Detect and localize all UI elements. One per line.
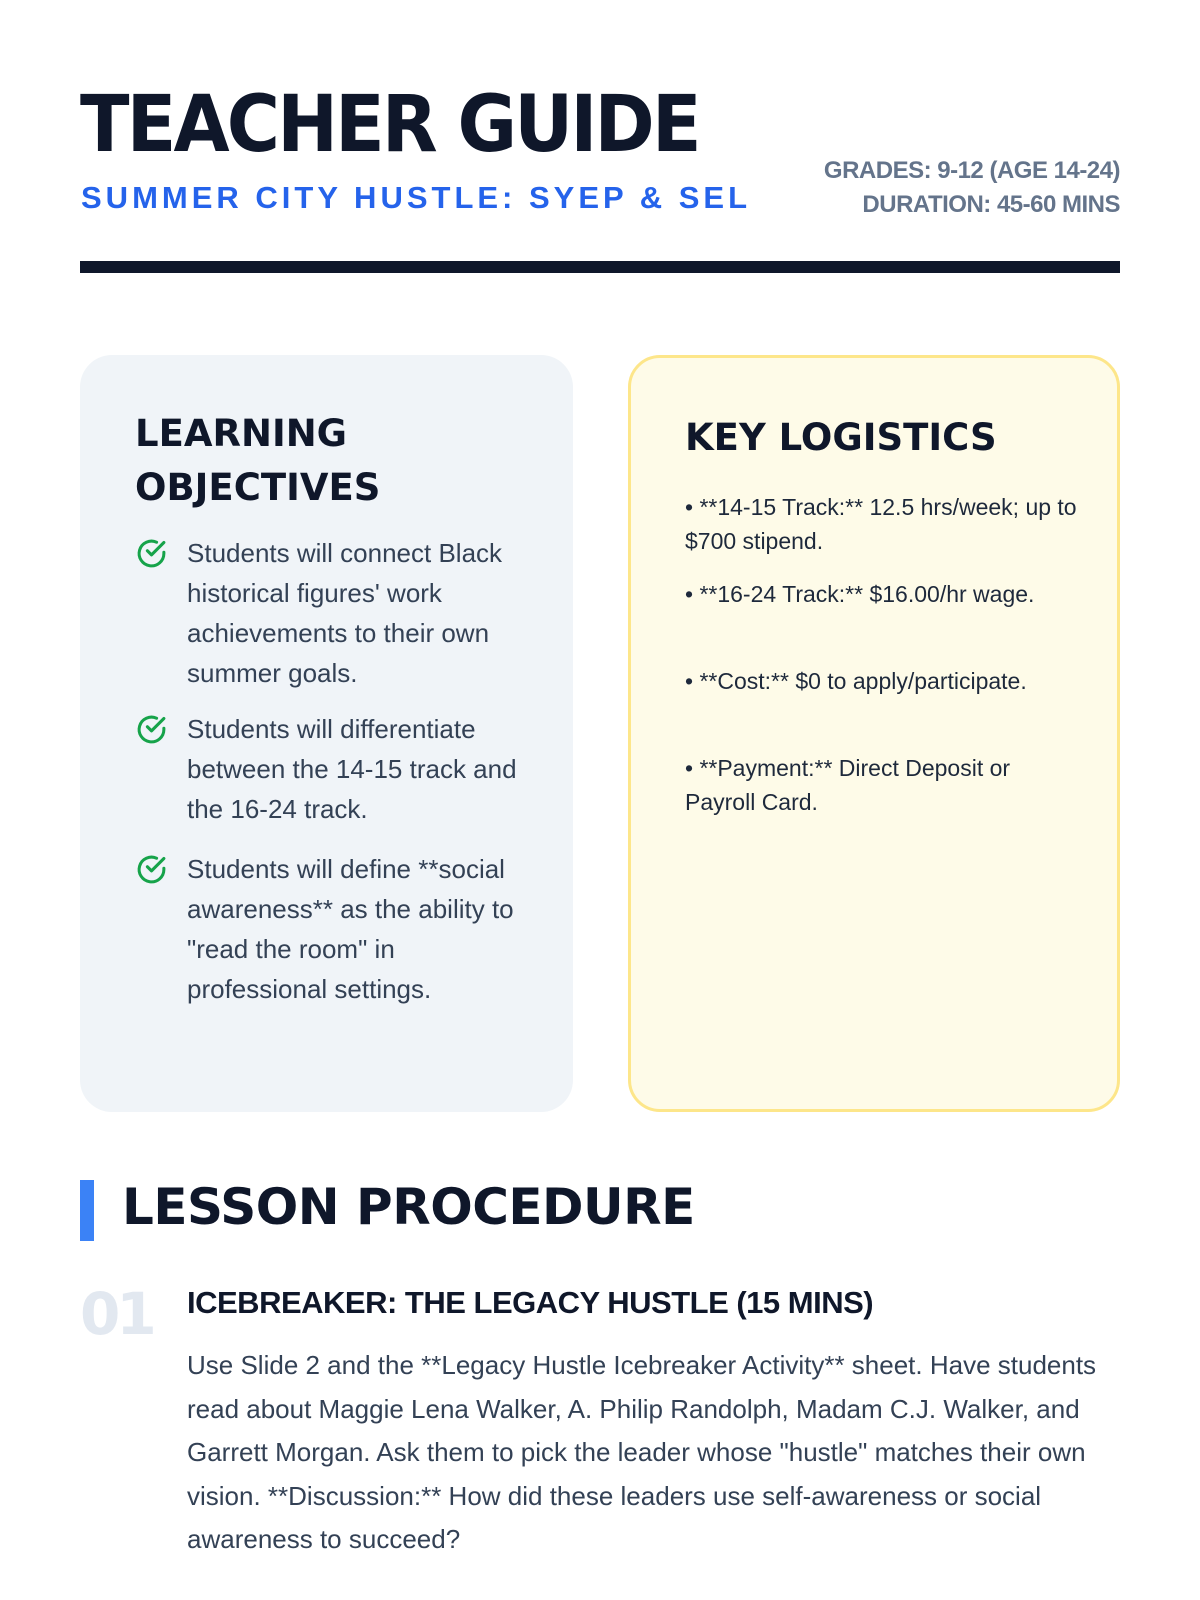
check-circle-icon <box>137 715 166 744</box>
step-body: Use Slide 2 and the **Legacy Hustle Iceb… <box>187 1350 1097 1554</box>
logistics-item: • **14-15 Track:** 12.5 hrs/week; up to … <box>685 494 1077 554</box>
logistics-heading: KEY LOGISTICS <box>685 416 997 459</box>
objective-item: Students will differentiate between the … <box>135 709 535 829</box>
page-title: TEACHER GUIDE <box>80 80 702 170</box>
procedure-heading: LESSON PROCEDURE <box>122 1178 695 1236</box>
grades-label: GRADES: 9-12 (AGE 14-24) <box>823 157 1121 184</box>
objective-text: Students will connect Black historical f… <box>187 538 503 688</box>
page-subtitle: SUMMER CITY HUSTLE: SYEP & SEL <box>81 180 752 215</box>
check-circle-icon <box>137 855 166 884</box>
objective-item: Students will define **social awareness*… <box>135 849 535 1009</box>
learning-objectives-card: LEARNING OBJECTIVES Students will connec… <box>80 355 573 1112</box>
lesson-meta: GRADES: 9-12 (AGE 14-24) DURATION: 45-60… <box>823 154 1121 222</box>
objectives-heading: LEARNING OBJECTIVES <box>135 412 381 509</box>
key-logistics-card: KEY LOGISTICS • **14-15 Track:** 12.5 hr… <box>628 355 1120 1112</box>
duration-label: DURATION: 45-60 MINS <box>862 191 1120 218</box>
section-accent-bar <box>80 1180 94 1241</box>
logistics-item: • **16-24 Track:** $16.00/hr wage. <box>685 581 1035 607</box>
objective-text: Students will differentiate between the … <box>187 714 517 824</box>
step-number: 01 <box>80 1280 157 1348</box>
check-circle-icon <box>137 539 166 568</box>
logistics-item: • **Payment:** Direct Deposit or Payroll… <box>685 755 1011 815</box>
step-title: ICEBREAKER: THE LEGACY HUSTLE (15 MINS) <box>187 1285 874 1320</box>
header-divider <box>80 261 1120 273</box>
objective-item: Students will connect Black historical f… <box>135 533 535 693</box>
objective-text: Students will define **social awareness*… <box>187 854 514 1004</box>
logistics-item: • **Cost:** $0 to apply/participate. <box>685 668 1027 694</box>
